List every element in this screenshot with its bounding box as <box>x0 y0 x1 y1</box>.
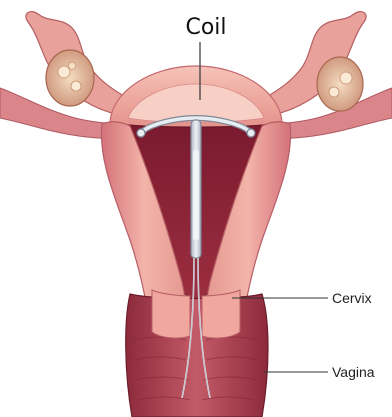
coil-label: Coil <box>185 15 226 40</box>
vagina-label: Vagina <box>332 364 375 380</box>
cervix-label: Cervix <box>332 290 372 306</box>
left-ovary <box>46 50 94 106</box>
cervix <box>152 290 190 338</box>
right-ovary <box>317 57 363 111</box>
cervix-right <box>202 290 240 338</box>
